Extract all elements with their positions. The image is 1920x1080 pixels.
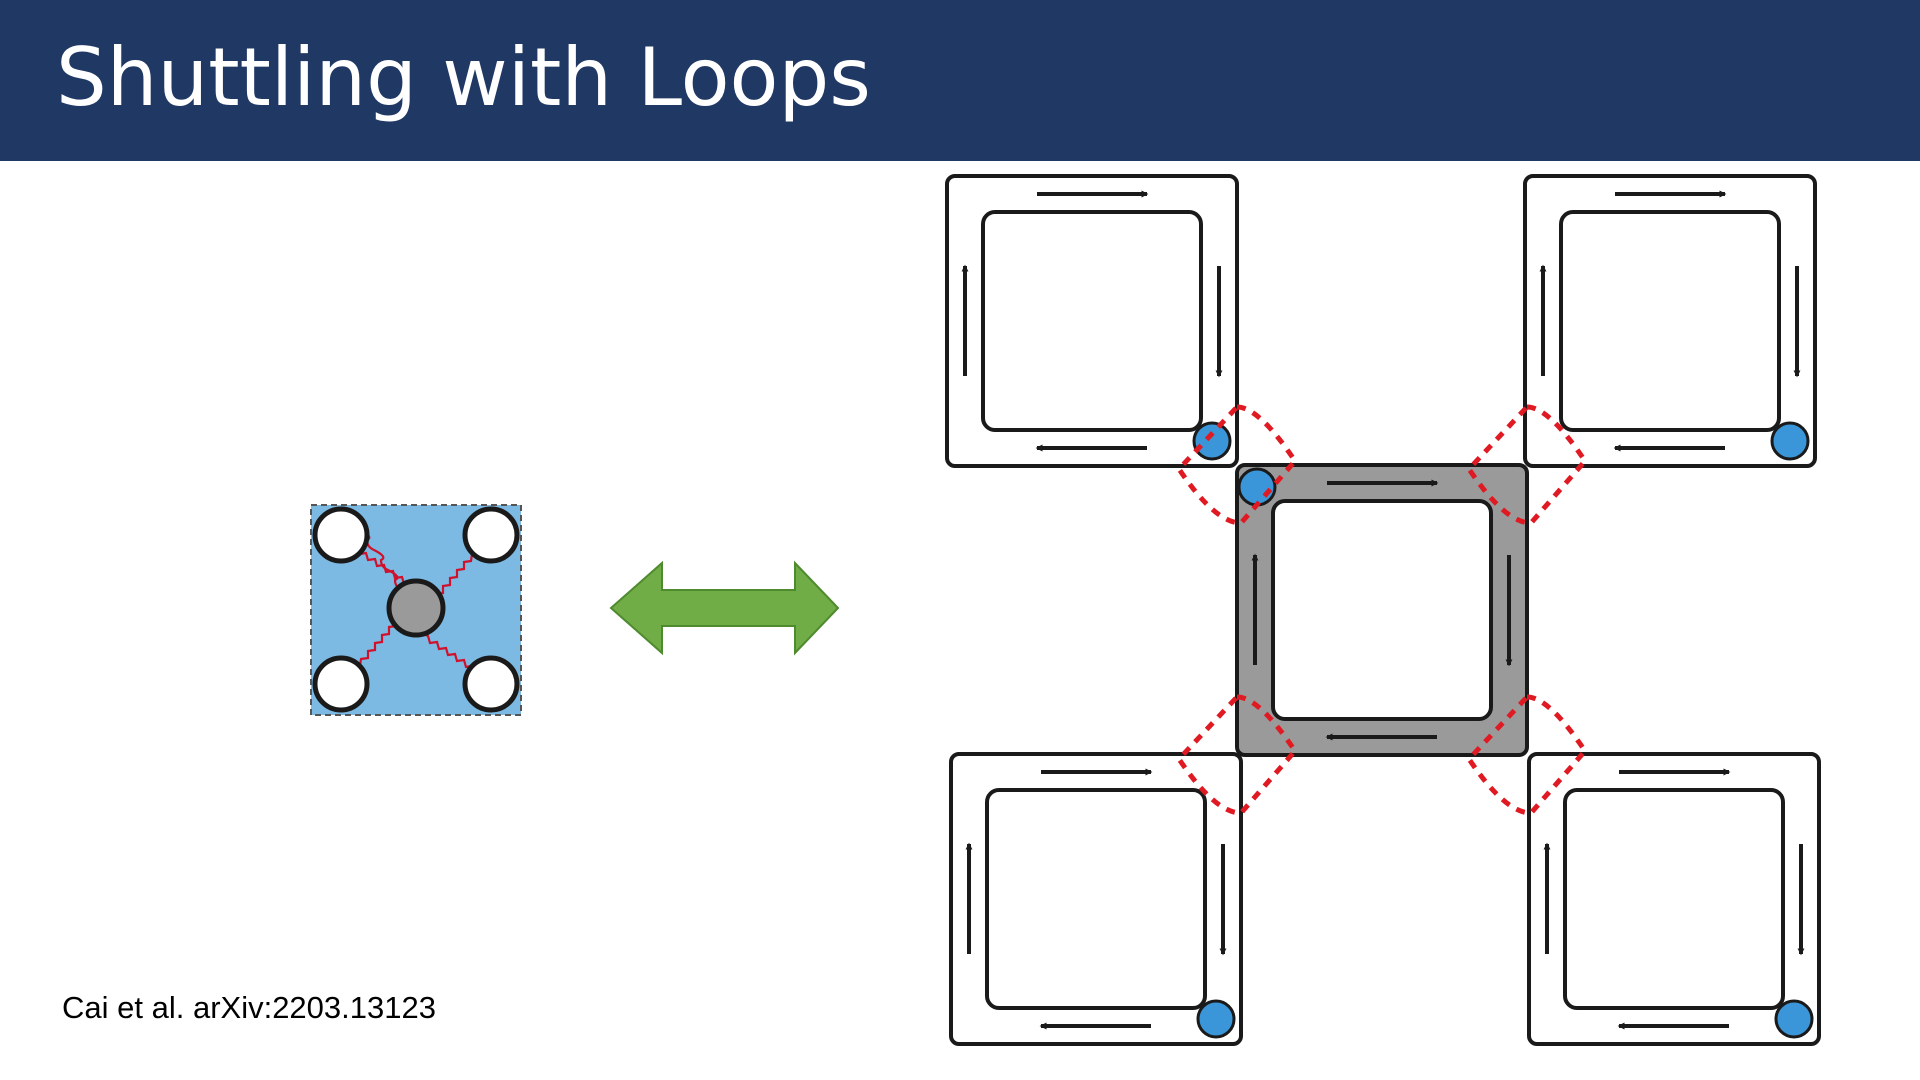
junction-bottom-right <box>1465 694 1589 816</box>
plaquette <box>310 504 522 716</box>
loop-inner <box>981 210 1203 432</box>
double-headed-arrow-icon <box>609 560 840 656</box>
slide-title: Shuttling with Loops <box>56 31 871 124</box>
loop-inner <box>1563 788 1785 1010</box>
loop-top-left <box>945 174 1239 468</box>
loop-inner <box>985 788 1207 1010</box>
coupling-wire-ne <box>433 553 474 601</box>
qubit-dot <box>1196 999 1236 1039</box>
ancilla-qubit <box>386 578 446 638</box>
loop-top-right <box>1523 174 1817 468</box>
qubit-dot <box>1237 467 1277 507</box>
coupling-wire-sw <box>358 619 400 667</box>
junction-bottom-left <box>1175 694 1299 816</box>
data-qubit-top-right <box>462 506 520 564</box>
data-qubit-bottom-left <box>312 655 370 713</box>
loop-bottom-left <box>949 752 1243 1046</box>
loop-bottom-right <box>1527 752 1821 1046</box>
junction-top-right <box>1465 404 1589 526</box>
data-qubit-top-left <box>312 506 370 564</box>
qubit-dot <box>1774 999 1814 1039</box>
loop-grid <box>945 174 1821 1046</box>
junction-top-left <box>1175 404 1299 526</box>
qubit-dot <box>1770 421 1810 461</box>
citation: Cai et al. arXiv:2203.13123 <box>62 990 436 1025</box>
data-qubit-bottom-right <box>462 655 520 713</box>
loop-inner <box>1271 499 1493 721</box>
loop-central <box>1235 463 1529 757</box>
coupling-wire-se <box>419 631 473 669</box>
title-bar: Shuttling with Loops <box>0 0 1920 161</box>
loop-inner <box>1559 210 1781 432</box>
qubit-dot <box>1192 421 1232 461</box>
